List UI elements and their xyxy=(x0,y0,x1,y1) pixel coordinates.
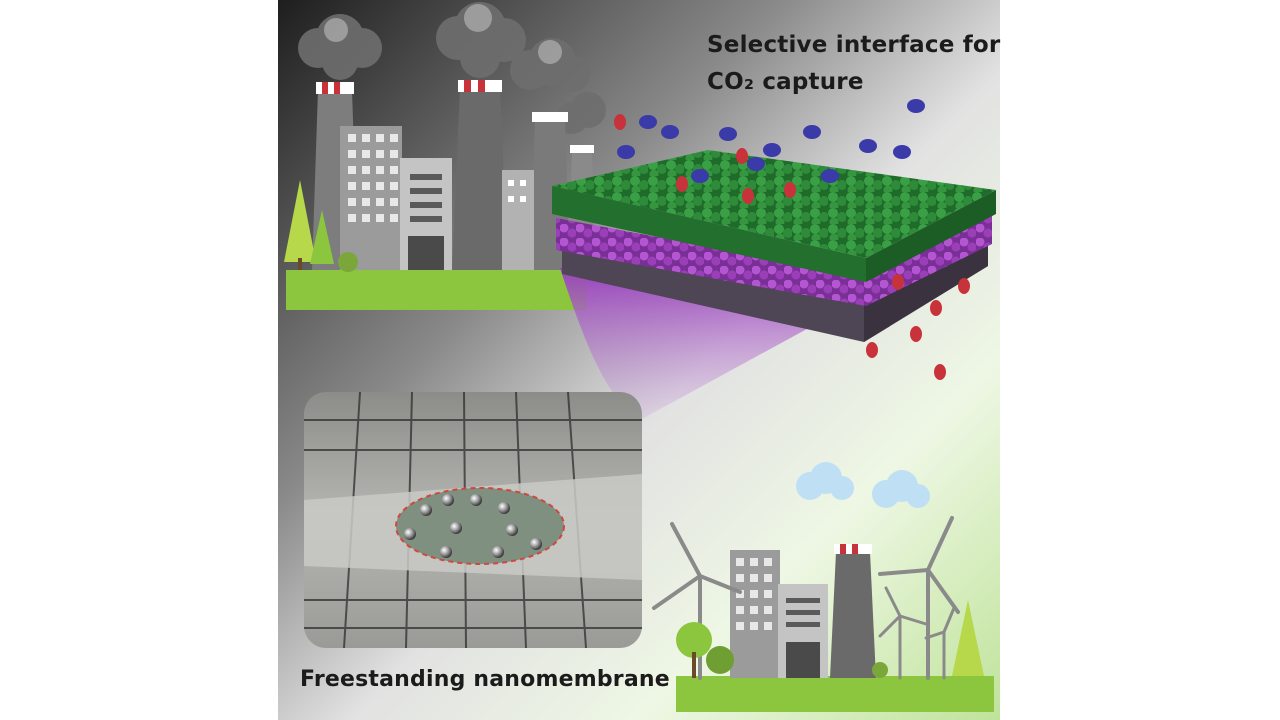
membrane-block-icon xyxy=(552,150,996,342)
factory-scene xyxy=(284,2,606,310)
title-line-1: Selective interface for xyxy=(707,32,1001,58)
tree-icon xyxy=(676,600,984,678)
n2-molecule-icon xyxy=(617,99,925,183)
title-line-2: CO₂ capture xyxy=(707,69,864,95)
inset-caption: Freestanding nanomembrane xyxy=(300,667,670,692)
grass-strip-bottom xyxy=(676,676,994,712)
co2-molecule-icon xyxy=(614,114,970,380)
photo-inset-icon xyxy=(304,391,642,649)
water-droplet-icon xyxy=(404,494,542,558)
grass-strip-top xyxy=(286,270,586,310)
clean-energy-scene xyxy=(652,462,994,712)
factory-building-icon xyxy=(340,126,534,270)
wind-turbine-icon xyxy=(652,516,960,680)
cloud-icon xyxy=(796,462,930,508)
tree-icon xyxy=(284,180,358,272)
